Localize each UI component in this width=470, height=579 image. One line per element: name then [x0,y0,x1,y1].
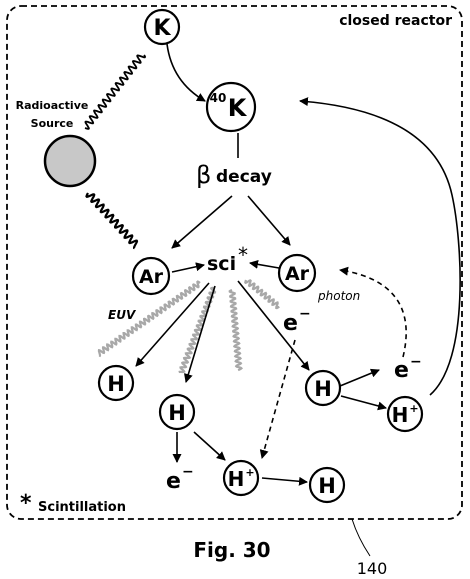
radioactive-source [43,134,97,188]
ar-right-label: Ar [285,263,310,285]
arrow-h-to-h-plus-bottom [193,431,226,461]
scintillation-wave-left [97,280,201,358]
photon-dashed-arrow [339,266,407,358]
electron-bottom-label: e [166,469,181,494]
scintillation-wave-right [244,279,280,310]
reaction-arrows [135,43,461,486]
h-plus-right-superscript: + [409,402,418,415]
source-label-line1: Radioactive [16,99,89,112]
sci-label: sci [207,253,236,275]
legend-text: Scintillation [38,500,126,515]
photon-label: photon [317,289,360,303]
k40-label: K [228,94,248,122]
k-circle [143,8,181,46]
h-left-circle [97,364,135,402]
ref-number: 140 [357,559,388,578]
legend-asterisk: * [20,491,32,516]
radiation-wave-source-to-k [84,54,147,130]
arrow-ar-left-to-sci [171,262,205,273]
ar-right-circle [277,253,317,293]
h-right-label: H [314,377,332,401]
arrow-h-plus-to-h-bottom [261,476,308,486]
h-right-circle [304,369,342,407]
arrow-sci-to-h-left [135,282,210,367]
source-label-line2: Source [31,117,74,130]
radiation-wave-source-to-ar [85,192,139,250]
h-plus-right-label: H [392,403,409,427]
k40-circle [205,81,257,133]
electron-bottom-superscript: − [182,464,194,480]
arrow-decay-to-ar-right [247,195,291,246]
dashed-arrows [259,266,407,459]
scintillation-wave-down [228,288,244,372]
h-bottom-label: H [318,474,336,498]
h-bottom-circle [308,466,346,504]
h-plus-bottom-circle [222,459,260,497]
arrow-h-plus-to-k40 [299,97,461,396]
arrow-k-to-k40 [166,43,206,102]
h-plus-right-circle [386,395,424,433]
electron-ar-label: e [283,311,298,336]
arrow-sci-to-h-right [237,280,310,371]
ar-left-label: Ar [139,266,164,288]
h-center-label: H [168,401,186,425]
beta-symbol: β [196,161,211,189]
electron-right-superscript: − [410,354,422,370]
arrow-ar-right-to-sci [249,259,280,269]
euv-label: EUV [108,308,137,322]
h-left-label: H [107,372,125,396]
arrow-h-to-e [339,368,380,387]
ar-left-circle [131,256,171,296]
decay-label: decay [216,167,272,187]
figure-caption: Fig. 30 [193,538,270,562]
arrow-decay-to-ar-left [171,195,233,249]
h-plus-bottom-superscript: + [245,466,254,479]
particle-labels: K 40 K Ar Ar H H H H + H + H [107,16,418,498]
electron-ar-superscript: − [299,306,311,322]
h-center-circle [158,393,196,431]
particle-circles [97,8,424,504]
arrow-sci-to-h-center [184,285,216,383]
h-plus-bottom-label: H [228,467,245,491]
scintillation-wave-center [178,286,217,374]
arrow-h-to-h-plus [340,395,387,411]
sci-asterisk: * [238,243,248,267]
k-label: K [153,16,171,41]
radiation-waves [84,54,280,374]
reactor-boundary [6,5,463,520]
ref-leader-line [351,518,371,557]
reactor-label: closed reactor [339,13,452,29]
electron-dashed-arrow [259,339,296,459]
electron-right-label: e [394,358,409,383]
k40-superscript: 40 [210,91,227,105]
